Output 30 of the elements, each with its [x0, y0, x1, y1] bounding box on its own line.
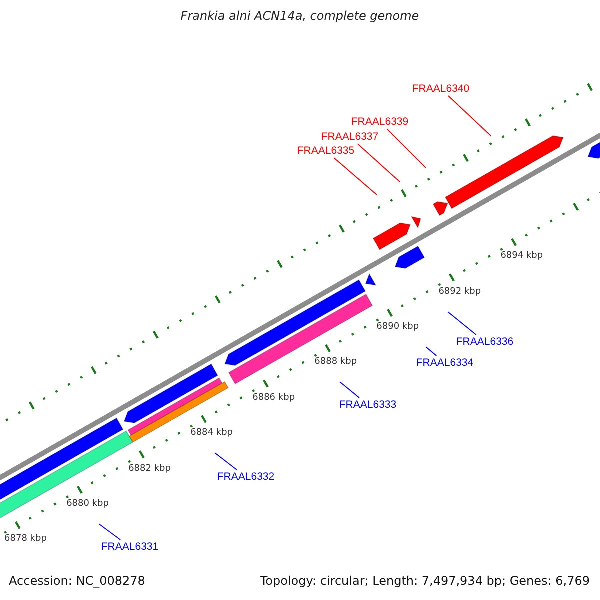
diagram-title: Frankia alni ACN14a, complete genome — [180, 9, 420, 23]
position-label: 6878 kbp — [4, 534, 47, 544]
gene-label: FRAAL6337 — [321, 131, 379, 143]
gene-label: FRAAL6340 — [412, 83, 470, 95]
gene-label: FRAAL6339 — [351, 116, 409, 128]
leader-line — [386, 128, 426, 168]
position-label: 6884 kbp — [190, 428, 233, 438]
leader-line — [426, 346, 438, 356]
position-label: 6886 kbp — [252, 392, 296, 403]
accession-text: Accession: NC_008278 — [9, 574, 146, 588]
leader-line — [357, 144, 400, 182]
gene-label: FRAAL6335 — [297, 145, 355, 157]
gene-label: FRAAL6331 — [101, 541, 159, 553]
position-label: 6882 kbp — [128, 464, 171, 474]
leader-line — [98, 524, 122, 540]
leader-line — [448, 96, 492, 136]
leader-line — [214, 452, 238, 470]
leader-line — [334, 158, 378, 196]
gene-label: FRAAL6333 — [339, 399, 397, 411]
position-label: 6880 kbp — [66, 498, 109, 509]
position-label: 6892 kbp — [438, 286, 482, 297]
gene-label: FRAAL6332 — [217, 471, 275, 483]
genome-stats-text: Topology: circular; Length: 7,497,934 bp; Genes: 6,769 — [260, 574, 590, 588]
position-label: 6888 kbp — [314, 357, 358, 368]
leader-line — [448, 312, 477, 336]
gene-label: FRAAL6336 — [456, 336, 514, 348]
position-label: 6890 kbp — [376, 322, 420, 332]
gene-label: FRAAL6334 — [416, 357, 474, 369]
position-label: 6894 kbp — [500, 251, 544, 262]
leader-line — [340, 382, 360, 398]
